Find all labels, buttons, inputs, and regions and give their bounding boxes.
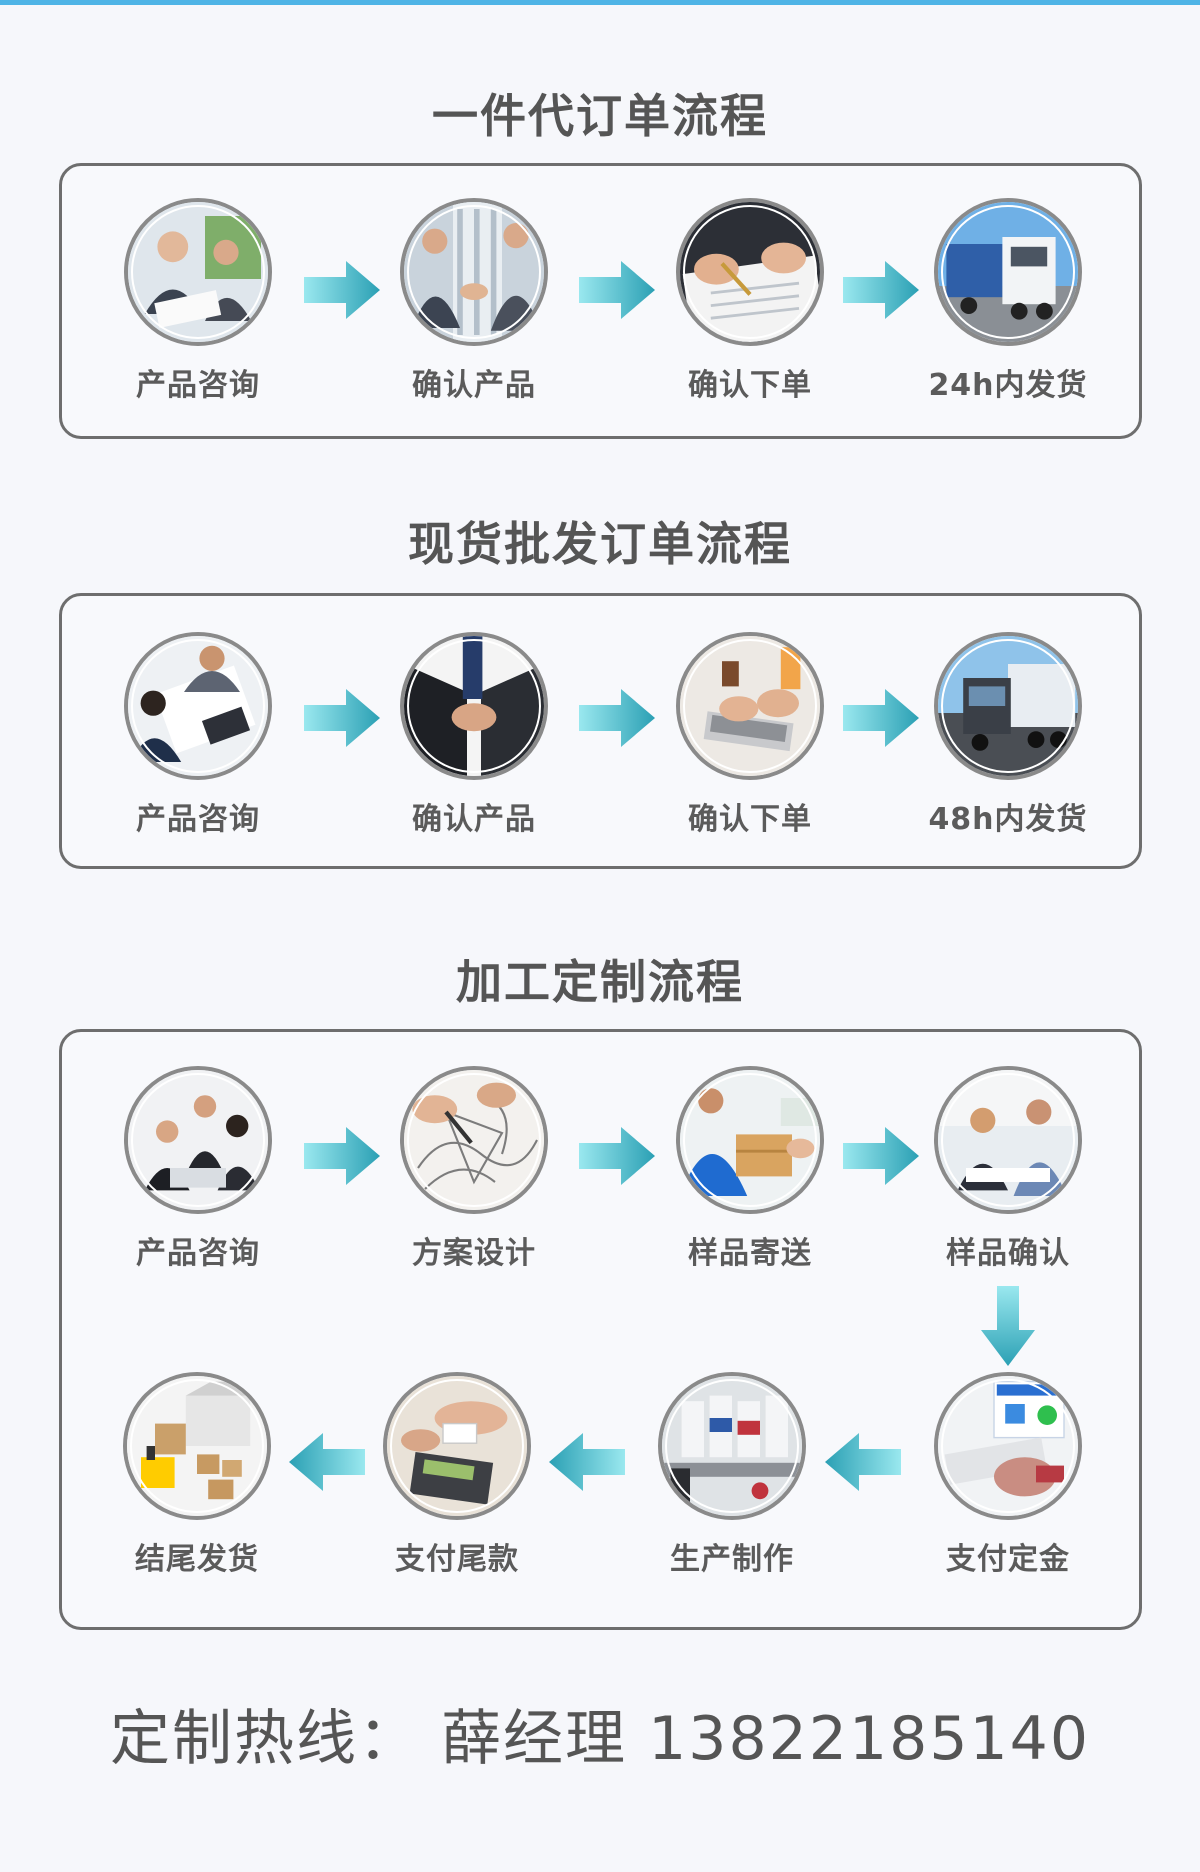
- step-label: 产品咨询: [88, 360, 308, 404]
- warehouse-shipping-icon: [123, 1372, 271, 1520]
- step-label: 方案设计: [364, 1228, 584, 1272]
- step-label: 样品寄送: [640, 1228, 860, 1272]
- handshake-icon: [400, 198, 548, 346]
- hotline-text: 定制热线： 薛经理 13822185140: [0, 1690, 1200, 1777]
- step-pay-balance: 支付尾款: [347, 1372, 567, 1578]
- step-place-order: 确认下单: [640, 198, 860, 404]
- step-label: 48h内发货: [898, 794, 1118, 838]
- step-label: 确认产品: [364, 794, 584, 838]
- step-consult: 产品咨询: [88, 632, 308, 838]
- handshake-icon: [400, 632, 548, 780]
- step-consult: 产品咨询: [88, 198, 308, 404]
- step-label: 支付尾款: [347, 1534, 567, 1578]
- step-final-shipment: 结尾发货: [87, 1372, 307, 1578]
- online-payment-icon: [934, 1372, 1082, 1520]
- step-confirm-product: 确认产品: [364, 632, 584, 838]
- step-label: 生产制作: [622, 1534, 842, 1578]
- step-production: 生产制作: [622, 1372, 842, 1578]
- card-payment-icon: [383, 1372, 531, 1520]
- laptop-order-icon: [676, 632, 824, 780]
- step-sample-confirm: 样品确认: [898, 1066, 1118, 1272]
- step-label: 支付定金: [898, 1534, 1118, 1578]
- office-review-icon: [934, 1066, 1082, 1214]
- design-sketch-icon: [400, 1066, 548, 1214]
- business-team-icon: [124, 1066, 272, 1214]
- signing-contract-icon: [676, 198, 824, 346]
- arrow-down-icon: [981, 1286, 1035, 1366]
- step-label: 样品确认: [898, 1228, 1118, 1272]
- top-accent-bar: [0, 0, 1200, 5]
- team-meeting-icon: [124, 632, 272, 780]
- step-pay-deposit: 支付定金: [898, 1372, 1118, 1578]
- step-label: 产品咨询: [88, 1228, 308, 1272]
- step-ship-24h: 24h内发货: [898, 198, 1118, 404]
- step-label: 确认下单: [640, 794, 860, 838]
- production-line-icon: [658, 1372, 806, 1520]
- step-consult: 产品咨询: [88, 1066, 308, 1272]
- delivery-truck-icon: [934, 632, 1082, 780]
- step-place-order: 确认下单: [640, 632, 860, 838]
- step-label: 产品咨询: [88, 794, 308, 838]
- delivery-truck-icon: [934, 198, 1082, 346]
- section-title-wholesale: 现货批发订单流程: [0, 508, 1200, 574]
- step-ship-48h: 48h内发货: [898, 632, 1118, 838]
- step-label: 确认下单: [640, 360, 860, 404]
- step-label: 结尾发货: [87, 1534, 307, 1578]
- courier-package-icon: [676, 1066, 824, 1214]
- step-label: 24h内发货: [898, 360, 1118, 404]
- step-sample-delivery: 样品寄送: [640, 1066, 860, 1272]
- step-confirm-product: 确认产品: [364, 198, 584, 404]
- section-title-dropship: 一件代订单流程: [0, 80, 1200, 146]
- section-title-custom: 加工定制流程: [0, 946, 1200, 1012]
- business-meeting-icon: [124, 198, 272, 346]
- step-label: 确认产品: [364, 360, 584, 404]
- step-design: 方案设计: [364, 1066, 584, 1272]
